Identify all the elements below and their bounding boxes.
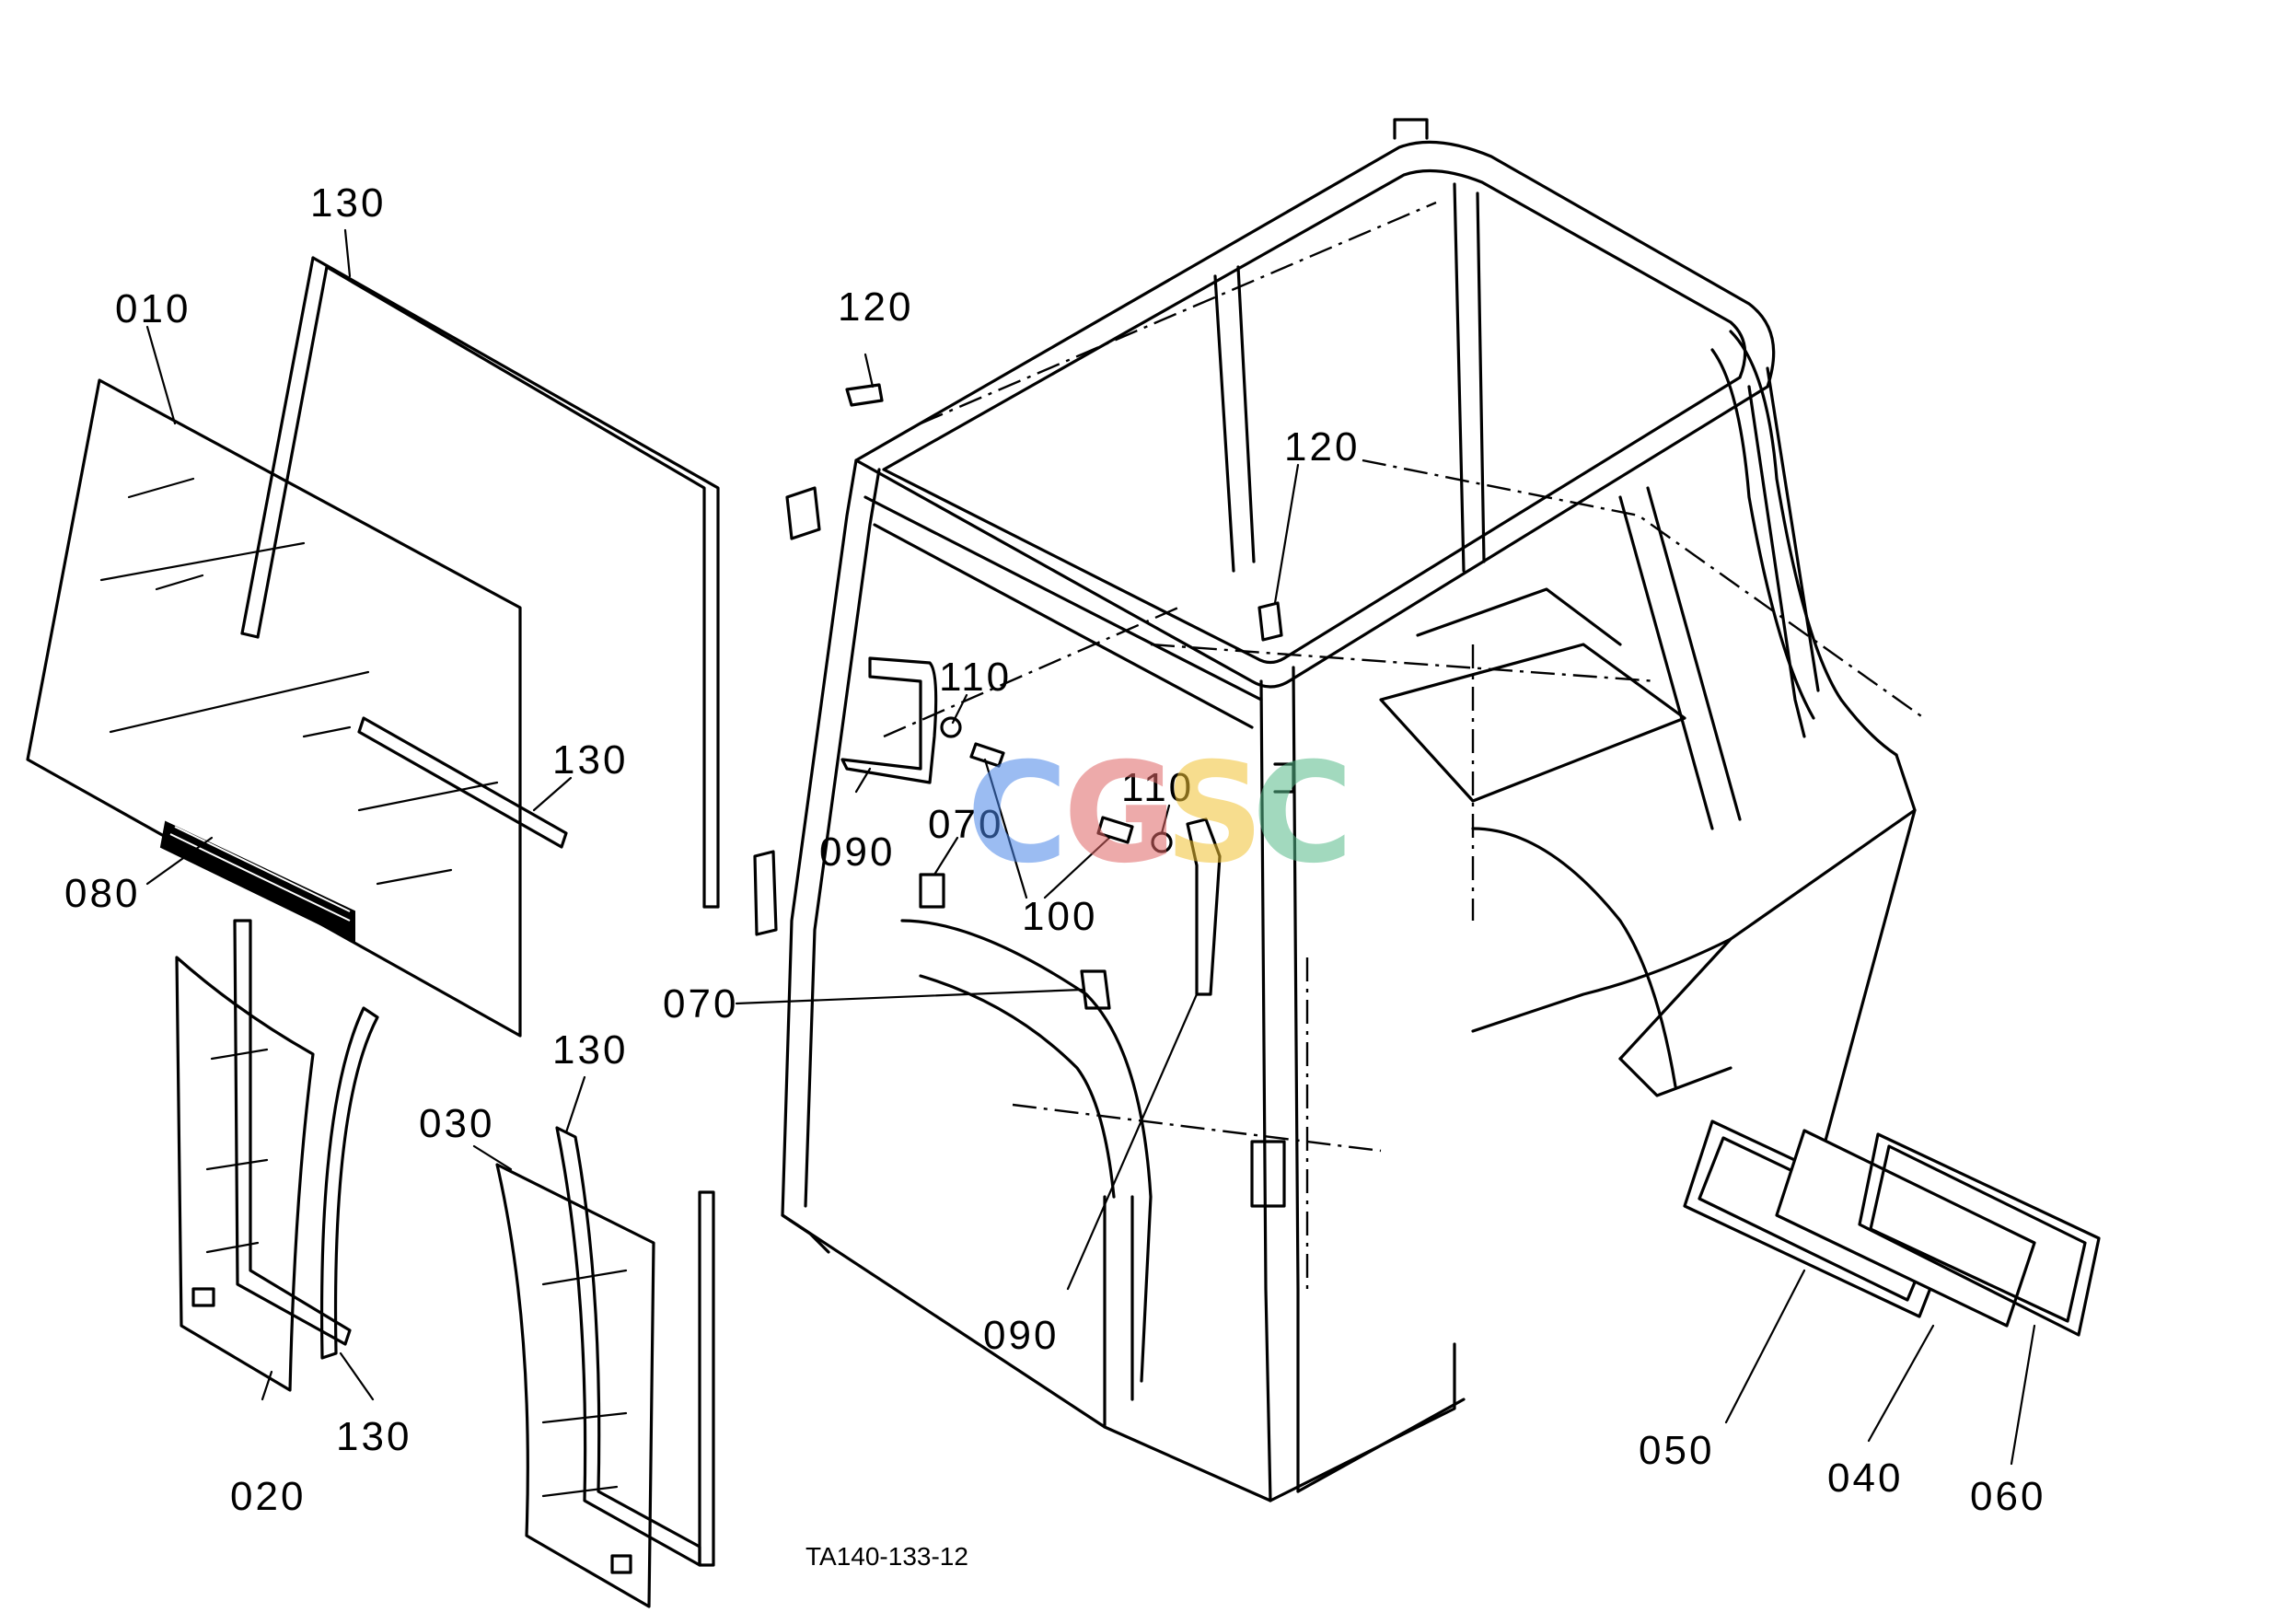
callout-040: 040 [1827,1456,1903,1501]
side-glass-020 [175,919,379,1392]
windshield-glass-010 [26,378,522,1038]
callout-070-b: 070 [663,981,738,1027]
callout-120-a: 120 [838,284,913,330]
handle-090-left [840,656,938,784]
callout-130-a: 130 [310,180,386,226]
cushion-120-right [1257,601,1283,642]
door-glass-030 [495,1126,715,1608]
handle-090-right [1186,818,1222,996]
callout-110-a: 110 [939,655,1012,700]
leader-lines [145,228,2036,1466]
watermark-letter-3: S [1165,734,1264,894]
callout-130-c: 130 [552,1027,628,1073]
callout-010: 010 [115,286,191,331]
callout-030: 030 [419,1101,494,1146]
bolt-100-right [1096,816,1134,844]
callout-020: 020 [230,1474,306,1519]
callout-120-b: 120 [1284,424,1360,470]
washer-110-left [940,716,962,738]
seal-130-strip [357,716,568,849]
callout-050: 050 [1639,1428,1714,1473]
bolt-100-left [969,742,1005,768]
callout-130-d: 130 [336,1414,411,1459]
cgsc-watermark-logo: C G S C [967,734,1353,894]
cushion-120-top [845,383,884,407]
callout-090-a: 090 [819,829,895,875]
callout-080: 080 [64,871,140,916]
watermark-letter-2: G [1063,734,1176,894]
lower-panel-080 [159,820,355,943]
callout-100: 100 [1022,894,1097,939]
bracket-070-left [919,873,945,909]
watermark-letter-1: C [967,734,1068,894]
callout-060: 060 [1970,1474,2045,1519]
callout-070-a: 070 [928,802,1003,847]
bracket-070-right [1080,969,1111,1010]
callout-110-b: 110 [1121,765,1194,810]
drawing-code: TA140-133-12 [805,1542,968,1571]
seal-130-windshield [240,256,720,909]
callout-090-b: 090 [983,1313,1059,1358]
callout-130-b: 130 [552,737,628,783]
rear-seal-060 [1858,1132,2101,1337]
watermark-letter-4: C [1252,734,1353,894]
